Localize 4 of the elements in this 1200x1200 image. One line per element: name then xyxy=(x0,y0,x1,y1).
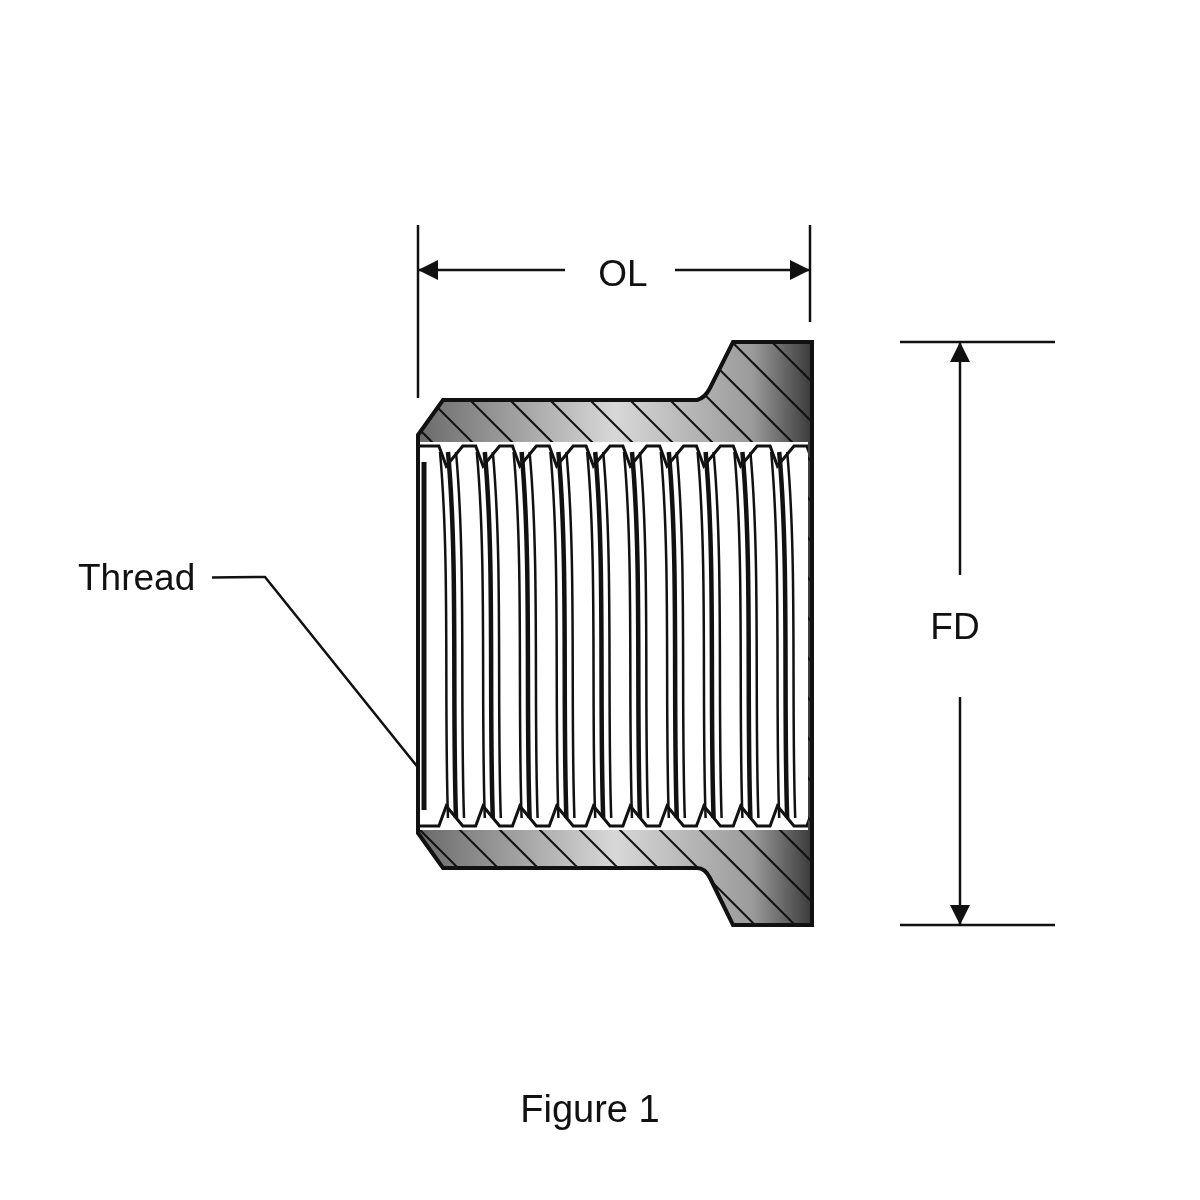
dimension-label: OL xyxy=(598,254,648,292)
figure-caption: Figure 1 xyxy=(519,1090,661,1128)
thread-drawing xyxy=(420,442,808,830)
dimension-label: FD xyxy=(930,607,980,645)
